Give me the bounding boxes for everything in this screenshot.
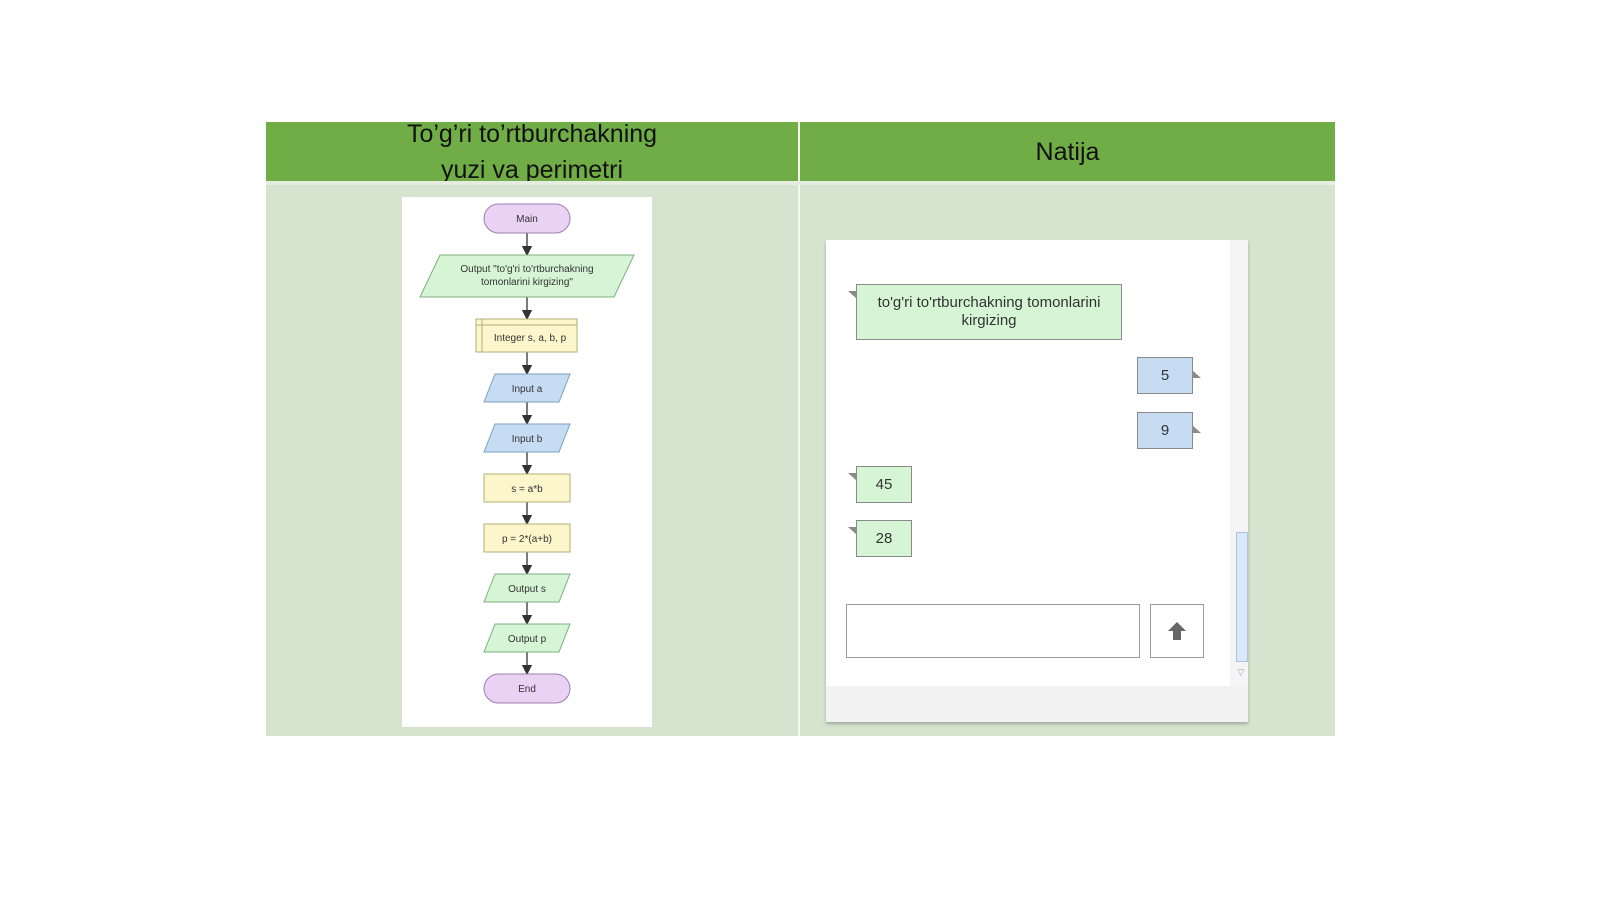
flow-input-b-label: Input b: [512, 434, 543, 445]
flow-input-a-label: Input a: [512, 384, 543, 395]
flow-declare-label: Integer s, a, b, p: [494, 333, 567, 344]
send-button[interactable]: [1150, 604, 1204, 658]
flow-end-terminal: [483, 673, 571, 704]
arrow-up-icon: [1168, 622, 1186, 640]
chat-output-area: 45: [848, 466, 912, 503]
flow-assign-p-label: p = 2*(a+b): [502, 534, 552, 545]
flow-assign-s-label: s = a*b: [511, 484, 543, 495]
chat-prompt-line1: to'g'ri to'rtburchakning tomonlarini: [877, 294, 1101, 311]
flowchart-panel: Main Output "to'g'ri to'rtburchakning to…: [402, 197, 652, 727]
slide-table: To’g’ri to’rtburchakning yuzi va perimet…: [266, 120, 1335, 736]
column-divider: [798, 122, 800, 736]
header-separator: [266, 181, 1335, 185]
scrollbar-thumb[interactable]: [1236, 532, 1248, 662]
flow-output-p-label: Output p: [508, 634, 547, 645]
flow-output-s-shape: [483, 573, 571, 603]
flowchart-diagram: Main Output "to'g'ri to'rtburchakning to…: [419, 203, 635, 704]
flow-end-label: End: [518, 684, 536, 695]
header-title-line1: To’g’ri to’rtburchakning: [406, 119, 658, 148]
chat-footer: [826, 686, 1248, 722]
flow-input-a-shape: [483, 373, 571, 403]
chat-output-prompt: to'g'ri to'rtburchakning tomonlarini kir…: [848, 284, 1122, 340]
chat-input-b: 9: [1137, 412, 1201, 449]
scroll-down-icon[interactable]: ▽: [1237, 667, 1245, 677]
chat-input-a: 5: [1137, 357, 1201, 394]
flow-assign-s-shape: [483, 473, 571, 503]
flow-start-terminal: [483, 203, 571, 234]
flow-assign-p-shape: [483, 523, 571, 553]
flow-output-prompt-line1: Output "to'g'ri to'rtburchakning: [460, 264, 593, 275]
flow-output-s-label: Output s: [508, 584, 546, 595]
flow-start-label: Main: [516, 214, 538, 225]
header-flowchart-title: To’g’ri to’rtburchakning yuzi va perimet…: [266, 120, 798, 184]
chat-output-perimeter: 28: [848, 520, 912, 557]
chat-message-input[interactable]: [846, 604, 1140, 658]
header-result-title: Natija: [800, 122, 1335, 181]
chat-console: to'g'ri to'rtburchakning tomonlarini kir…: [826, 240, 1248, 722]
chat-prompt-line2: kirgizing: [961, 312, 1017, 329]
flow-output-prompt-line2: tomonlarini kirgizing": [481, 277, 573, 288]
flow-input-b-shape: [483, 423, 571, 453]
flow-output-p-shape: [483, 623, 571, 653]
flow-output-prompt-shape: [419, 254, 635, 298]
header-title-line2: yuzi va perimetri: [441, 155, 623, 184]
